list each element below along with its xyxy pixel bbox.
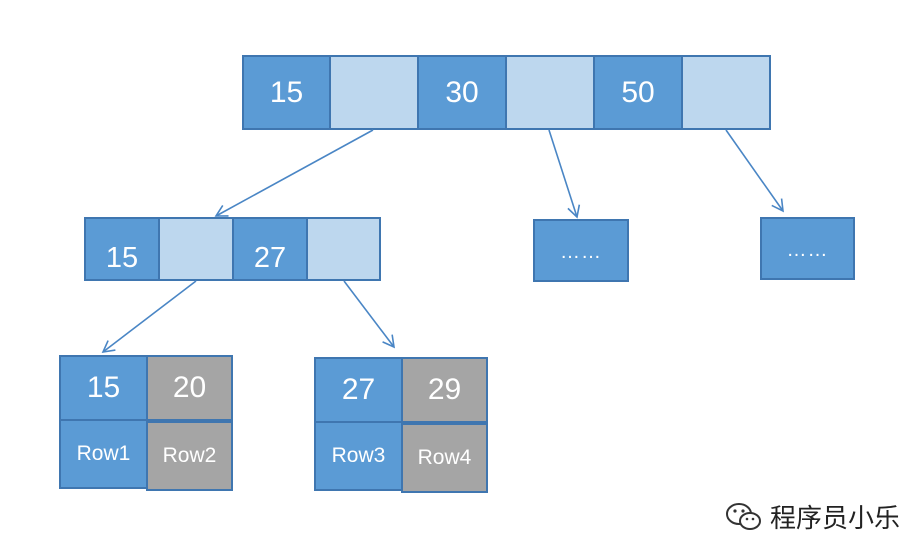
- root-pointer-1: [329, 55, 419, 130]
- leaf1-row-2: Row2: [146, 421, 233, 491]
- internal-key-1: 15: [84, 217, 160, 281]
- leaf1-key-2: 20: [146, 355, 233, 421]
- root-pointer-3: [681, 55, 771, 130]
- arrow-root-to-placeholder-left: [548, 129, 581, 219]
- leaf1-key-1: 15: [59, 355, 148, 421]
- internal-pointer-2: [306, 217, 381, 281]
- watermark-text: 程序员小乐: [770, 504, 901, 534]
- leaf2-key-2: 29: [401, 357, 488, 423]
- arrow-root-to-internal: [214, 129, 374, 217]
- leaf2-row-1: Row3: [314, 421, 403, 491]
- arrow-internal-to-leaf1: [101, 280, 197, 354]
- leaf1-row-1: Row1: [59, 419, 148, 489]
- watermark: 程序员小乐: [724, 498, 900, 535]
- leaf2-row-2: Row4: [401, 423, 488, 493]
- placeholder-node-left: ……: [533, 219, 629, 282]
- root-key-1: 15: [242, 55, 331, 130]
- internal-key-2: 27: [232, 217, 308, 281]
- arrow-root-to-placeholder-right: [725, 129, 784, 213]
- wechat-icon: [726, 502, 761, 530]
- arrow-internal-to-leaf2: [343, 280, 396, 349]
- root-key-2: 30: [417, 55, 507, 130]
- placeholder-node-right: ……: [760, 217, 855, 280]
- root-pointer-2: [505, 55, 595, 130]
- root-key-3: 50: [593, 55, 683, 130]
